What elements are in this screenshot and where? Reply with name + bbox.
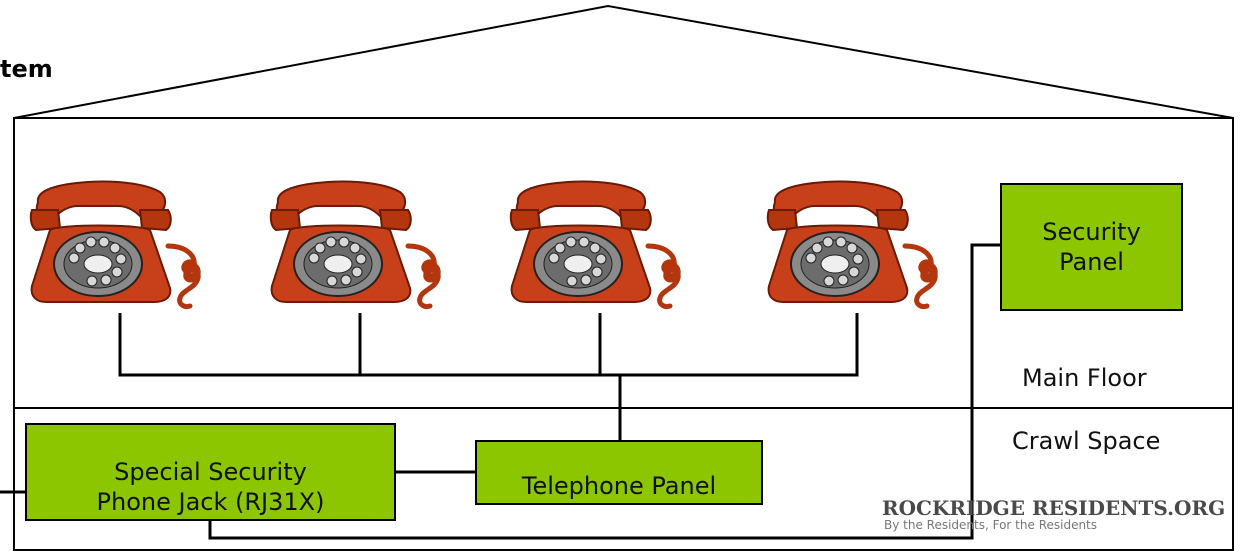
special-security-jack-box: Special Security Phone Jack (RJ31X): [25, 423, 396, 521]
special-security-jack-label: Special Security Phone Jack (RJ31X): [96, 458, 325, 516]
logo-main-text: ROCKRIDGE RESIDENTS.ORG: [882, 496, 1226, 520]
rotary-telephone-icon: [31, 181, 198, 306]
rotary-telephone-icon: [511, 181, 678, 306]
wiring-lines: [0, 243, 1000, 540]
security-panel-box: Security Panel: [1000, 183, 1183, 311]
main-floor-label: Main Floor: [1022, 364, 1147, 392]
crawl-space-outline: [13, 407, 1234, 551]
telephone-panel-box: Telephone Panel: [475, 440, 763, 505]
crawl-space-label: Crawl Space: [1012, 427, 1161, 455]
rotary-telephone-icon: [768, 181, 935, 306]
rotary-telephone-icon: [271, 181, 438, 306]
telephone-panel-label: Telephone Panel: [521, 472, 717, 500]
roof-outline: [13, 4, 1234, 119]
security-panel-label: Security Panel: [1042, 218, 1141, 276]
diagram-title-fragment: tem: [0, 55, 53, 83]
rockridge-residents-logo: ROCKRIDGE RESIDENTS.ORG By the Residents…: [882, 496, 1232, 538]
logo-tagline: By the Residents, For the Residents: [884, 518, 1098, 532]
